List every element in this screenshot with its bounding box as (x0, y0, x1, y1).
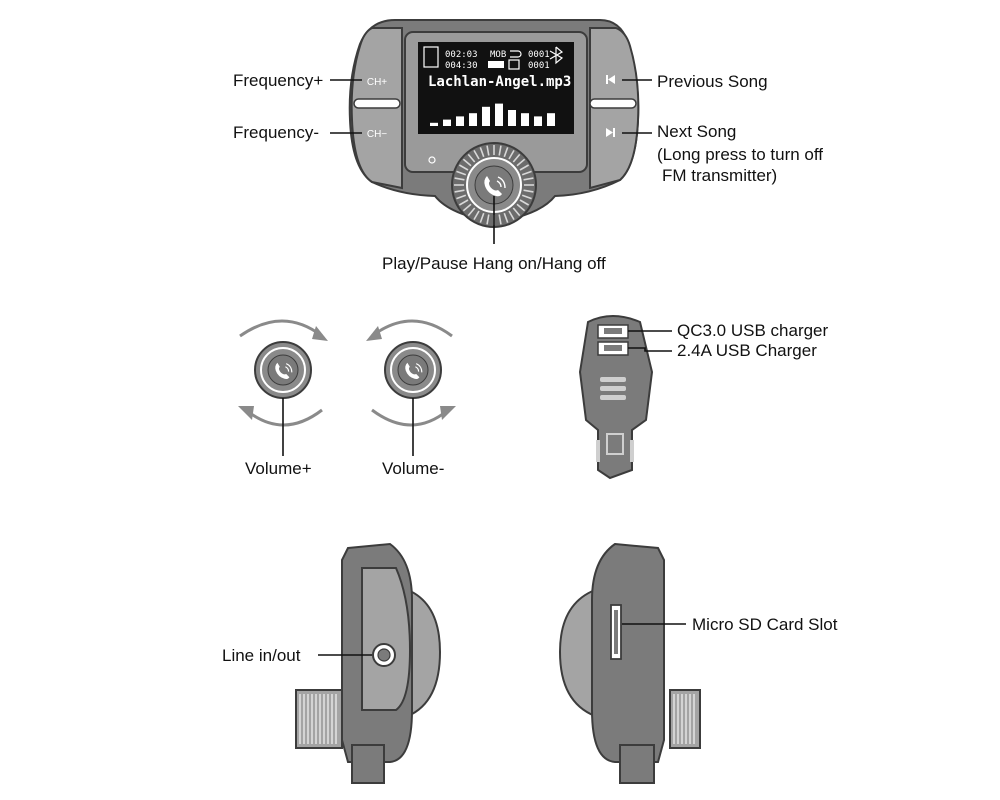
previous-song-button[interactable] (606, 75, 615, 84)
right-button-divider (589, 98, 637, 109)
volume-minus-knob[interactable] (384, 341, 442, 399)
ch-minus-label: CH− (367, 129, 387, 140)
lcd-total-tracks: 004:30 (445, 61, 478, 71)
ch-minus-button[interactable]: CH− (367, 129, 387, 140)
play-pause-knob[interactable] (451, 142, 537, 228)
equalizer (430, 103, 555, 126)
skip-previous-icon (606, 75, 615, 84)
volume-plus-knob[interactable] (254, 341, 312, 399)
side-plug-stub (351, 744, 385, 784)
volume-plus-diagram: Volume+ (238, 319, 328, 478)
label-line-in-out: Line in/out (222, 646, 301, 665)
side-back-cone (407, 588, 442, 718)
equalizer-bar (508, 110, 516, 126)
side-knob (295, 689, 343, 749)
side-panel (361, 567, 412, 711)
label-frequency-minus: Frequency- (233, 123, 319, 142)
side-body (591, 542, 665, 763)
side-back-cone (558, 588, 596, 718)
lcd-counter-1: 0001 (528, 50, 550, 60)
knob-ridges (454, 145, 534, 225)
label-qc30: QC3.0 USB charger (677, 321, 829, 340)
left-button-divider (353, 98, 401, 109)
rotate-arrow-icon (366, 319, 456, 427)
label-usb24: 2.4A USB Charger (677, 341, 817, 360)
plug-rib (600, 377, 626, 382)
label-previous-song: Previous Song (657, 72, 768, 91)
equalizer-bar (521, 113, 529, 126)
next-song-button[interactable] (606, 128, 615, 137)
lcd-track-index: 002:03 (445, 50, 478, 60)
label-play-pause: Play/Pause Hang on/Hang off (382, 254, 606, 273)
skip-next-icon (606, 128, 615, 137)
label-next-song: Next Song (657, 122, 736, 141)
equalizer-bar (469, 113, 477, 126)
equalizer-bar (482, 106, 490, 126)
signal-badge (488, 61, 504, 68)
lcd-mode: MOB (490, 50, 506, 60)
label-volume-plus: Volume+ (245, 459, 312, 478)
volume-minus-diagram: Volume- (366, 319, 456, 478)
plug-tip-contact (606, 433, 624, 455)
label-next-song-note-2: FM transmitter) (662, 166, 777, 185)
leader-usb24 (628, 347, 672, 352)
equalizer-bar (547, 113, 555, 126)
equalizer-bar (443, 119, 451, 126)
side-view-left (295, 542, 442, 784)
side-plug-stub (619, 744, 655, 784)
label-micro-sd: Micro SD Card Slot (692, 615, 838, 634)
charger-plug (578, 315, 654, 480)
equalizer-bar (430, 122, 438, 126)
plug-rib (600, 395, 626, 400)
lcd-song-title: Lachlan-Angel.mp3 (428, 74, 571, 90)
label-frequency-plus: Frequency+ (233, 71, 323, 90)
label-volume-minus: Volume- (382, 459, 444, 478)
lcd-counter-2: 0001 (528, 61, 550, 71)
side-view-right (558, 542, 701, 784)
label-next-song-note-1: (Long press to turn off (657, 145, 823, 164)
equalizer-bar (534, 116, 542, 126)
device-front: CH+ CH− 002:03 MOB 0001 (348, 19, 640, 228)
mic-hole (428, 156, 436, 164)
bluetooth-icon (549, 46, 564, 65)
equalizer-bar (495, 103, 503, 126)
sd-card-icon (423, 46, 439, 68)
ch-plus-button[interactable]: CH+ (367, 77, 387, 88)
plug-rib (600, 386, 626, 391)
battery-icon (508, 59, 520, 70)
ch-plus-label: CH+ (367, 77, 387, 88)
equalizer-bar (456, 116, 464, 126)
repeat-icon (510, 50, 522, 58)
